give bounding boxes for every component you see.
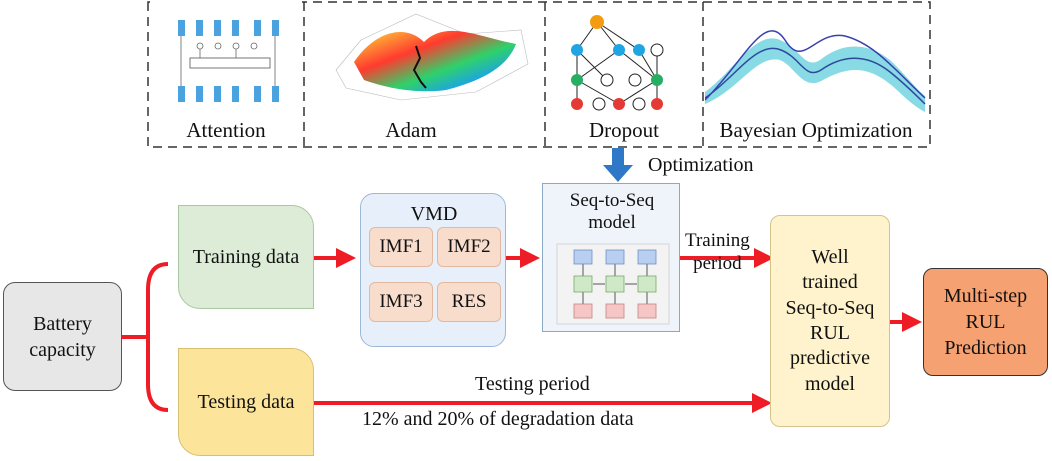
- bayesian-optimization-label: Bayesian Optimization: [719, 118, 913, 142]
- attention-panel: Attention: [150, 0, 302, 147]
- imf2-component: IMF2: [437, 227, 501, 267]
- vmd-box: VMD IMF1 IMF2 IMF3 RES: [360, 193, 506, 347]
- bayesian-panel: Bayesian Optimization: [705, 0, 929, 147]
- loss-surface-thumbnail: [335, 13, 529, 101]
- adam-panel: Adam: [306, 0, 543, 147]
- seq-to-seq-box: Seq-to-Seq model: [542, 183, 680, 332]
- optimization-label: Optimization: [648, 154, 754, 176]
- dropout-label: Dropout: [589, 118, 659, 142]
- res-component: RES: [437, 282, 501, 322]
- multi-step-rul-prediction-box: Multi-step RUL Prediction: [923, 268, 1048, 376]
- testing-data-box: Testing data: [178, 348, 314, 456]
- battery-capacity-box: Battery capacity: [3, 282, 122, 391]
- degradation-note: 12% and 20% of degradation data: [362, 408, 634, 430]
- dropout-panel: Dropout: [547, 0, 701, 147]
- attention-diagram-thumbnail: [150, 0, 302, 115]
- seq-to-seq-network-icon: [556, 243, 670, 325]
- training-period-label: Training period: [685, 230, 750, 274]
- methods-frame: [147, 1, 931, 148]
- imf1-component: IMF1: [369, 227, 433, 267]
- attention-label: Attention: [186, 118, 266, 142]
- well-trained-model-box: Well trained Seq-to-Seq RUL predictive m…: [770, 215, 890, 427]
- imf3-component: IMF3: [369, 282, 433, 322]
- seq-to-seq-label: Seq-to-Seq model: [569, 190, 655, 233]
- battery-split-bracket: [146, 262, 169, 412]
- gaussian-process-thumbnail: [705, 30, 926, 113]
- testing-period-label: Testing period: [475, 373, 590, 395]
- optimization-arrow: [603, 148, 633, 182]
- vmd-title: VMD: [410, 203, 458, 225]
- adam-label: Adam: [385, 118, 437, 142]
- training-data-box: Training data: [178, 205, 314, 309]
- dropout-network-thumbnail: [571, 15, 664, 111]
